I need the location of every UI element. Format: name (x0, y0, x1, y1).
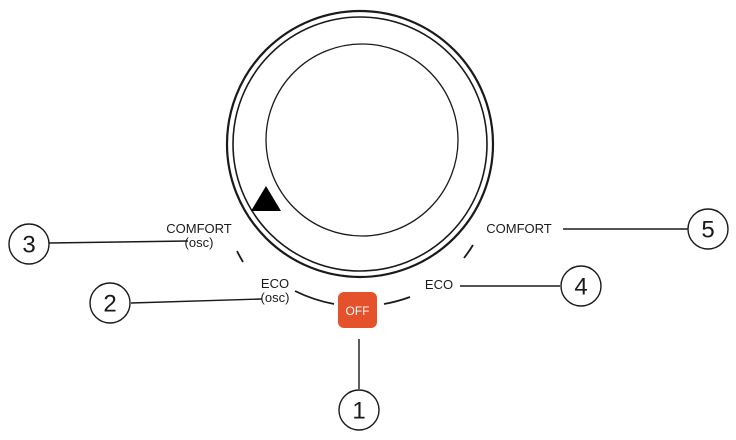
callout-2-number: 2 (103, 291, 116, 318)
knob-outer-ring (225, 9, 495, 279)
callout-4: 4 (560, 265, 602, 307)
callout-4-number: 4 (574, 274, 587, 301)
callout-1-circle (338, 389, 380, 431)
label-eco: ECO (425, 277, 453, 292)
pointer-triangle-icon (251, 186, 281, 211)
arc-segment-right-upper (463, 244, 474, 259)
knob-center (265, 43, 459, 237)
off-button[interactable]: OFF (338, 292, 377, 328)
label-comfort: COMFORT (486, 221, 552, 236)
callout-3-number: 3 (22, 232, 35, 259)
callout-5-circle (687, 208, 729, 250)
arc-segment-left-lower (294, 290, 335, 305)
label-eco-osc: ECO (261, 276, 289, 291)
callout-2: 2 (89, 282, 131, 324)
off-button-bg (338, 292, 377, 328)
callout-1: 1 (338, 389, 380, 431)
callout-5-number: 5 (701, 217, 714, 244)
label-comfort-osc: COMFORT (166, 221, 232, 236)
sublabel-comfort-osc: (osc) (185, 235, 214, 250)
callout-3-circle (8, 223, 50, 265)
callout-3: 3 (8, 223, 50, 265)
callout-5: 5 (687, 208, 729, 250)
callout-2-circle (89, 282, 131, 324)
setting-arc (236, 244, 474, 305)
arc-segment-right-lower (383, 296, 411, 305)
callout-1-number: 1 (352, 398, 365, 425)
off-button-label: OFF (346, 304, 370, 318)
arc-segment-left-upper (236, 250, 244, 263)
knob (225, 9, 495, 279)
leader-line-3 (48, 240, 189, 244)
leader-line-2 (130, 298, 263, 304)
sublabel-eco-osc: (osc) (261, 290, 290, 305)
callout-4-circle (560, 265, 602, 307)
leader-lines (48, 228, 688, 389)
knob-outer-ring-inner (232, 16, 488, 272)
